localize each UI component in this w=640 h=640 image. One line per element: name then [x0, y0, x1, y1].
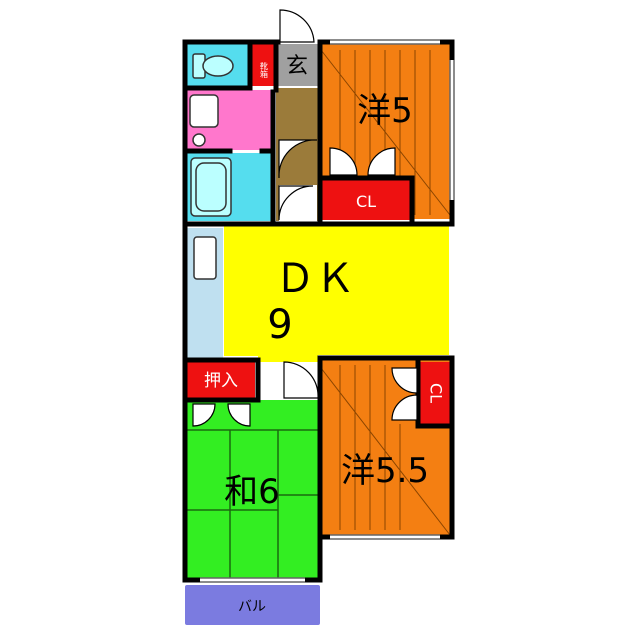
floor-stripes-west5 [339, 50, 431, 215]
cl55-door-top [391, 367, 418, 394]
window-marks [200, 39, 455, 583]
room-label-western-5-5: 洋5.5 [341, 451, 429, 491]
entrance-door [279, 9, 315, 43]
closet-west5 [322, 178, 410, 220]
room-label-entrance: 玄 [286, 54, 308, 79]
balcony-label: バル [238, 599, 266, 615]
toilet-fixture [192, 53, 234, 79]
room-label-western-5: 洋5 [357, 91, 413, 131]
shoe-box-label: 靴箱 [260, 61, 269, 79]
closet-label-west5: CL [356, 192, 376, 211]
oshiire-label: 押入 [204, 371, 238, 391]
room-label-japanese-6: 和6 [224, 472, 280, 512]
kitchen-sink [193, 236, 217, 280]
oshiire-door-right [227, 403, 251, 427]
corridor-door-area [279, 185, 317, 221]
cl-door-left [329, 147, 358, 176]
corridor-door [278, 185, 314, 221]
entrance-room [276, 44, 318, 86]
room-label-dk-top: ＤＫ [275, 256, 355, 302]
balcony [185, 585, 320, 625]
cl55-door-bottom [391, 394, 418, 421]
room-label-dk-bottom: 9 [267, 302, 292, 348]
cl-door-right [367, 147, 396, 176]
ldk-door [283, 361, 319, 399]
tatami-lines [187, 429, 318, 578]
diag-line [320, 367, 451, 536]
shoe-box [252, 44, 276, 86]
room-dk [224, 226, 449, 362]
diag-line [320, 49, 451, 216]
oshiire-door-left [192, 403, 216, 427]
washroom-door [278, 139, 318, 179]
closet-label-west55: CL [427, 383, 446, 403]
oshiire-closet [187, 362, 255, 398]
bathtub-fixture [190, 157, 232, 217]
door-swings [192, 9, 418, 427]
sink-fixture [189, 94, 219, 147]
closet-west55 [420, 362, 451, 424]
